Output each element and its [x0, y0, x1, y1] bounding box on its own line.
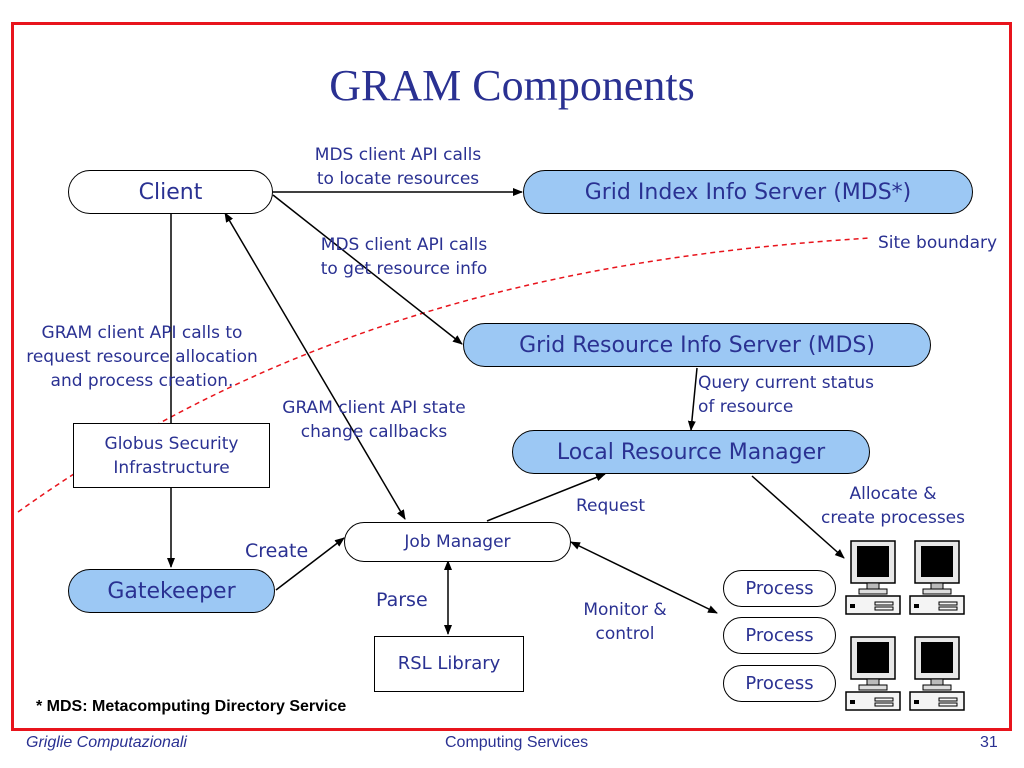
- job-manager-label: Job Manager: [404, 532, 511, 552]
- computer-icon: [845, 540, 901, 615]
- get-resource-info-label: MDS client API calls to get resource inf…: [320, 235, 488, 279]
- job-manager-node: Job Manager: [344, 522, 571, 562]
- footer-page-number: 31: [980, 734, 998, 751]
- computer-icon: [909, 636, 965, 711]
- arrow-allocate: [751, 475, 845, 559]
- process-label: Process: [745, 673, 814, 694]
- rsl-library-node: RSL Library: [374, 636, 524, 692]
- local-resource-manager-node: Local Resource Manager: [512, 430, 870, 474]
- allocate-processes-label: Allocate & create processes: [820, 484, 965, 528]
- grid-index-info-server-label: Grid Index Info Server (MDS*): [584, 179, 912, 205]
- create-label: Create: [245, 540, 309, 562]
- globus-security-infrastructure-node: Globus Security Infrastructure: [73, 423, 270, 488]
- mds-footnote: * MDS: Metacomputing Directory Service: [36, 698, 347, 715]
- grid-resource-info-server-label: Grid Resource Info Server (MDS): [519, 332, 875, 358]
- arrow-request: [486, 473, 606, 522]
- locate-resources-label: MDS client API calls to locate resources: [314, 145, 482, 189]
- gatekeeper-label: Gatekeeper: [107, 578, 236, 604]
- arrow-monitor: [570, 541, 718, 614]
- process-node: Process: [723, 570, 836, 607]
- site-boundary-label: Site boundary: [878, 233, 998, 253]
- process-label: Process: [745, 625, 814, 646]
- arrow-callbacks: [224, 212, 406, 520]
- slide-frame: [11, 22, 1012, 731]
- client-label: Client: [138, 179, 203, 205]
- parse-label: Parse: [376, 589, 428, 611]
- gatekeeper-node: Gatekeeper: [68, 569, 275, 613]
- gsi-label-line1: Globus Security: [104, 433, 239, 454]
- footer-section-title: Computing Services: [445, 734, 589, 751]
- process-label: Process: [745, 578, 814, 599]
- monitor-control-label: Monitor & control: [583, 600, 667, 644]
- request-label: Request: [576, 496, 646, 516]
- slide-title: GRAM Components: [329, 61, 695, 110]
- arrow-query-status: [687, 367, 698, 431]
- process-node: Process: [723, 617, 836, 654]
- process-node: Process: [723, 665, 836, 702]
- client-node: Client: [68, 170, 273, 214]
- grid-resource-info-server-node: Grid Resource Info Server (MDS): [463, 323, 931, 367]
- arrow-create: [275, 537, 345, 591]
- footer-course-title: Griglie Computazionali: [26, 734, 187, 751]
- computer-icon: [909, 540, 965, 615]
- state-change-callbacks-label: GRAM client API state change callbacks: [282, 398, 466, 442]
- rsl-library-label: RSL Library: [397, 653, 501, 674]
- local-resource-manager-label: Local Resource Manager: [556, 439, 826, 465]
- computer-icon: [845, 636, 901, 711]
- gram-client-calls-label: GRAM client API calls to request resourc…: [26, 323, 258, 391]
- query-status-label: Query current status of resource: [698, 373, 875, 417]
- grid-index-info-server-node: Grid Index Info Server (MDS*): [523, 170, 973, 214]
- gsi-label-line2: Infrastructure: [113, 457, 230, 478]
